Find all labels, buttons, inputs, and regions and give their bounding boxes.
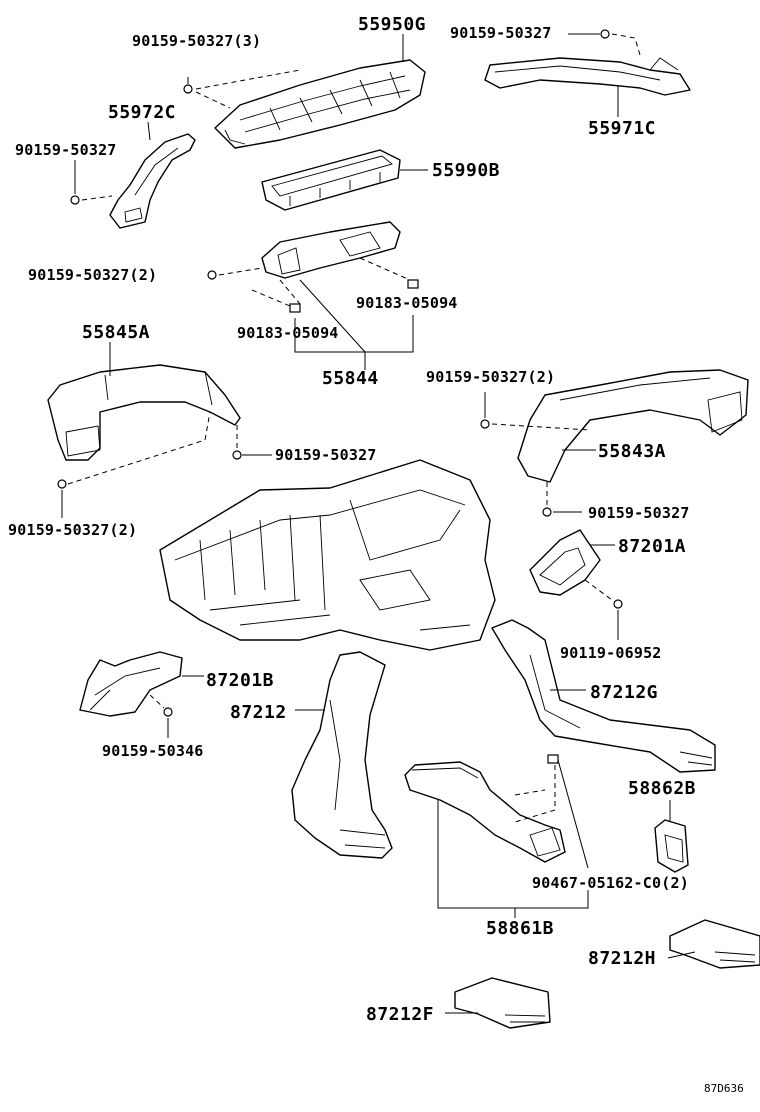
part-55990B-drawing xyxy=(261,149,401,211)
air-conditioning-unit-drawing xyxy=(159,459,496,651)
label-90159-50327-3: 90159-50327(3) xyxy=(132,32,261,50)
label-55971C: 55971C xyxy=(588,118,656,139)
bolt-90119-06952 xyxy=(613,599,623,609)
part-55972C-drawing xyxy=(109,133,196,229)
part-58862B-drawing xyxy=(654,819,689,873)
label-87212F: 87212F xyxy=(366,1004,434,1025)
label-90159-50327-2-right: 90159-50327(2) xyxy=(426,368,555,386)
label-58861B: 58861B xyxy=(486,918,554,939)
part-87212-drawing xyxy=(291,651,393,859)
part-55950G-drawing xyxy=(214,59,426,149)
label-55972C: 55972C xyxy=(108,102,176,123)
part-58861B-drawing xyxy=(404,761,566,863)
label-90159-50327-2-lower: 90159-50327(2) xyxy=(8,521,137,539)
label-90119-06952: 90119-06952 xyxy=(560,644,662,662)
bolt-90159-50327-right2 xyxy=(542,507,552,517)
label-55990B: 55990B xyxy=(432,160,500,181)
bolt-90159-50327-center xyxy=(232,450,242,460)
part-55971C-drawing xyxy=(484,57,691,96)
label-87212G: 87212G xyxy=(590,682,658,703)
label-90159-50346: 90159-50346 xyxy=(102,742,204,760)
part-87212H-drawing xyxy=(669,919,760,969)
clip-90467-05162 xyxy=(547,754,559,764)
label-90159-50327-2-mid: 90159-50327(2) xyxy=(28,266,157,284)
part-87201A-drawing xyxy=(529,529,601,596)
bolt-90159-50327-2-right xyxy=(480,419,490,429)
part-55845A-drawing xyxy=(47,364,241,461)
label-90159-50327-center: 90159-50327 xyxy=(275,446,377,464)
label-87212H: 87212H xyxy=(588,948,656,969)
bolt-90159-50327-top-right xyxy=(600,29,610,39)
part-55843A-drawing xyxy=(517,369,749,483)
clip-90183-05094-right xyxy=(407,279,419,289)
label-87201A: 87201A xyxy=(618,536,686,557)
bolt-90159-50346 xyxy=(163,707,173,717)
label-90183-05094-left: 90183-05094 xyxy=(237,324,339,342)
label-55843A: 55843A xyxy=(598,441,666,462)
part-87201B-drawing xyxy=(79,651,183,717)
label-55950G: 55950G xyxy=(358,14,426,35)
part-87212F-drawing xyxy=(454,977,551,1029)
label-90159-50327-right2: 90159-50327 xyxy=(588,504,690,522)
part-87212G-drawing xyxy=(491,619,716,773)
bolt-90159-50327-left xyxy=(70,195,80,205)
label-55844: 55844 xyxy=(322,368,379,389)
clip-90183-05094-left xyxy=(289,303,301,313)
bolt-90159-50327-2-mid xyxy=(207,270,217,280)
part-55844-drawing xyxy=(261,221,401,279)
label-90159-50327-left: 90159-50327 xyxy=(15,141,117,159)
label-90159-50327-top: 90159-50327 xyxy=(450,24,552,42)
bolt-90159-50327-2-lower xyxy=(57,479,67,489)
label-58862B: 58862B xyxy=(628,778,696,799)
label-90183-05094-right: 90183-05094 xyxy=(356,294,458,312)
bolt-90159-50327-top-left xyxy=(183,84,193,94)
label-55845A: 55845A xyxy=(82,322,150,343)
label-90467-05162-C0-2: 90467-05162-C0(2) xyxy=(532,874,689,892)
label-87201B: 87201B xyxy=(206,670,274,691)
label-87212: 87212 xyxy=(230,702,287,723)
diagram-code: 87D636 xyxy=(704,1082,744,1095)
